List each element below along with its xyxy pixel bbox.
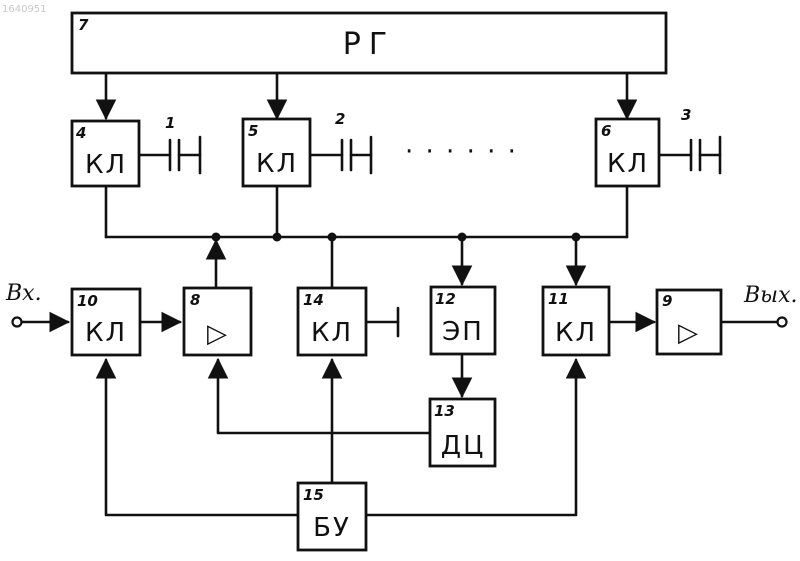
junction-dot xyxy=(273,233,282,242)
block-15-number: 15 xyxy=(303,486,324,504)
capacitor-1: 1 xyxy=(165,114,200,173)
input-label: Вх. xyxy=(5,281,42,306)
capacitor-2-number: 2 xyxy=(335,110,345,128)
block-14-key: 14 КЛ xyxy=(298,288,366,355)
output-label: Вых. xyxy=(743,283,798,308)
block-9-symbol: ▷ xyxy=(678,318,700,348)
block-12-label: ЭП xyxy=(442,317,484,347)
block-13-decoder: 13 ДЦ xyxy=(430,399,495,466)
block-6-key: 6 КЛ xyxy=(596,119,659,186)
capacitor-3: 3 xyxy=(681,106,720,173)
junction-dot xyxy=(458,233,467,242)
block-8-number: 8 xyxy=(190,291,200,309)
block-8-symbol: ▷ xyxy=(207,319,229,349)
block-14-number: 14 xyxy=(303,291,324,309)
output-terminal: Вых. xyxy=(743,283,798,327)
block-12-emitter-follower: 12 ЭП xyxy=(431,287,495,354)
block-11-key: 11 КЛ xyxy=(543,287,609,355)
block-5-key: 5 КЛ xyxy=(243,119,310,186)
block-9-number: 9 xyxy=(662,292,672,310)
capacitor-1-number: 1 xyxy=(165,114,175,132)
block-13-label: ДЦ xyxy=(441,431,486,461)
block-4-label: КЛ xyxy=(85,150,127,180)
block-14-label: КЛ xyxy=(311,318,353,348)
block-10-number: 10 xyxy=(77,292,98,310)
capacitor-3-number: 3 xyxy=(681,106,691,124)
input-terminal: Вх. xyxy=(5,281,42,327)
wire-13-to-8 xyxy=(218,360,430,433)
block-4-key: 4 КЛ xyxy=(72,121,139,186)
block-7-number: 7 xyxy=(78,16,89,34)
input-terminal-circle xyxy=(13,318,22,327)
block-15-label: БУ xyxy=(313,513,351,543)
block-5-label: КЛ xyxy=(256,149,298,179)
watermark: 1640951 xyxy=(2,4,47,15)
block-6-number: 6 xyxy=(601,122,611,140)
block-5-number: 5 xyxy=(248,122,258,140)
block-10-label: КЛ xyxy=(85,318,127,348)
ellipsis: · · · · · · xyxy=(405,137,518,167)
block-8-amplifier: 8 ▷ xyxy=(184,288,251,355)
block-7-register: 7 РГ xyxy=(72,13,666,73)
block-11-number: 11 xyxy=(548,290,569,308)
block-7-label: РГ xyxy=(343,27,395,62)
block-9-amplifier: 9 ▷ xyxy=(657,290,721,354)
block-13-number: 13 xyxy=(434,402,455,420)
block-15-control-unit: 15 БУ xyxy=(298,483,366,550)
junction-dot xyxy=(572,233,581,242)
wire-15-to-10 xyxy=(106,360,298,515)
block-12-number: 12 xyxy=(435,290,456,308)
block-11-label: КЛ xyxy=(555,318,597,348)
junction-dot xyxy=(212,233,221,242)
junction-dot xyxy=(328,233,337,242)
block-6-label: КЛ xyxy=(607,149,649,179)
output-terminal-circle xyxy=(778,318,787,327)
block-10-key: 10 КЛ xyxy=(72,289,140,355)
block-4-number: 4 xyxy=(75,124,86,142)
capacitor-2: 2 xyxy=(335,110,371,173)
